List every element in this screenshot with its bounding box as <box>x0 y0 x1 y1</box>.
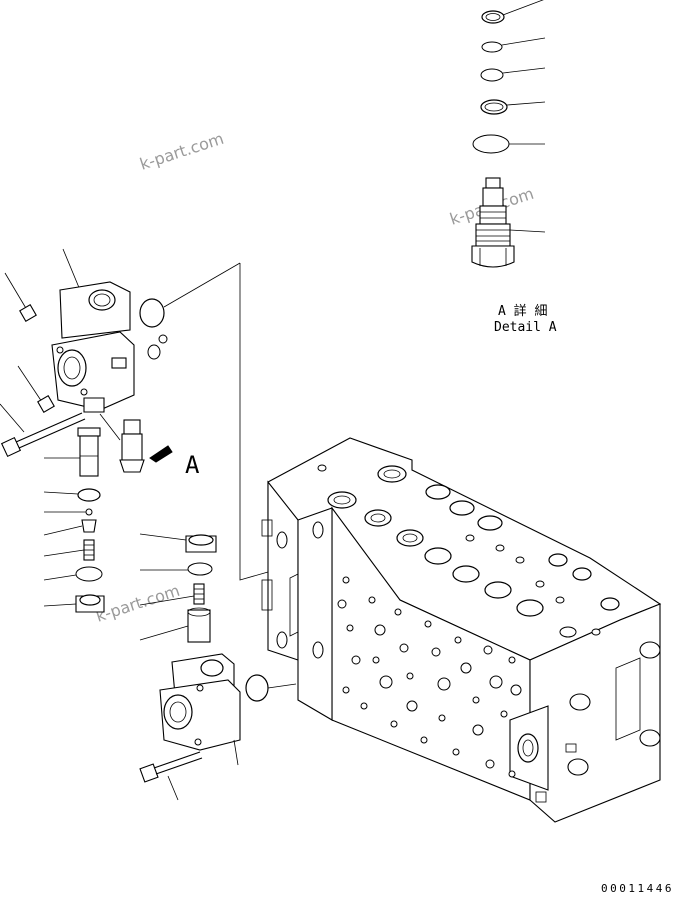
detail-a-title: A 詳 細 <box>498 303 547 319</box>
drawing-number: 00011446 <box>601 882 674 895</box>
watermark-3: k-part.com <box>93 581 182 626</box>
detail-a-subtitle: Detail A <box>494 320 557 335</box>
connector-line <box>239 263 269 581</box>
lower-valve-assembly <box>139 533 297 801</box>
upper-valve-assembly: A <box>0 248 241 613</box>
detail-a-parts: A 詳 細 Detail A <box>471 0 557 335</box>
main-valve-block <box>261 437 662 823</box>
detail-a-spool <box>471 177 546 268</box>
watermark-1: k-part.com <box>137 129 226 174</box>
view-marker-a: A <box>185 451 200 479</box>
view-arrow-a <box>149 445 173 463</box>
long-bolt-upper <box>0 412 86 458</box>
